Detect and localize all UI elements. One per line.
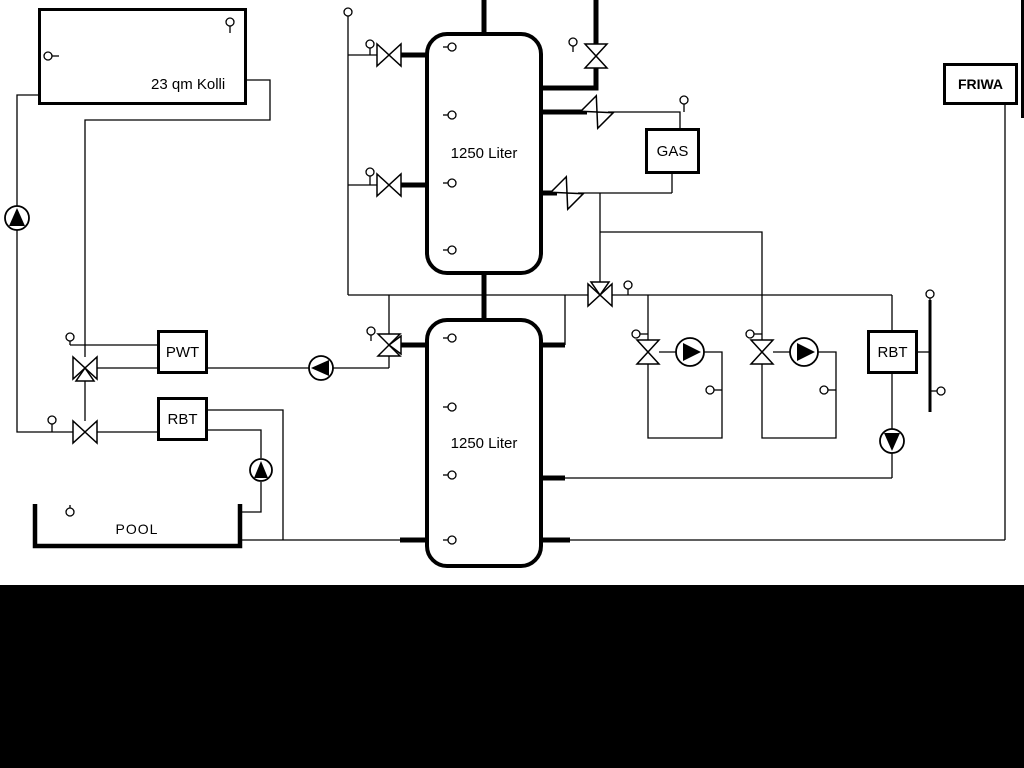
tank1-bottom-left-valve-icon — [376, 172, 402, 198]
gas-boiler-label: GAS — [656, 142, 689, 160]
temperature-sensor-icon — [365, 167, 375, 185]
temperature-sensor-icon — [568, 37, 578, 52]
solar-collector: 23 qm Kolli — [38, 8, 247, 105]
gas-supply-check-valve-icon — [579, 94, 615, 130]
friwa-label: FRIWA — [957, 76, 1004, 92]
buffer-tank-bottom: 1250 Liter — [425, 318, 543, 568]
temperature-sensor-icon — [65, 332, 75, 345]
letterbox-right-edge — [1021, 0, 1024, 118]
temperature-sensors — [43, 7, 946, 545]
temperature-sensor-icon — [443, 402, 457, 412]
pool-label: POOL — [115, 521, 159, 537]
temperature-sensor-icon — [365, 39, 375, 55]
solar-pump-icon — [4, 205, 30, 231]
temperature-sensor-icon — [623, 280, 633, 295]
pool-pump-icon — [249, 458, 273, 482]
buffer-tank-bottom-label: 1250 Liter — [450, 434, 518, 452]
rbt-left: RBT — [157, 397, 208, 441]
temperature-sensor-icon — [43, 51, 59, 61]
tank2-three-way-valve-icon — [376, 333, 402, 357]
temperature-sensor-icon — [631, 329, 648, 339]
temperature-sensor-icon — [930, 386, 946, 396]
pwt-label: PWT — [165, 343, 200, 361]
temperature-sensor-icon — [343, 7, 353, 17]
temperature-sensor-icon — [705, 385, 722, 395]
letterbox-bottom — [0, 585, 1024, 768]
heating-pump-2-icon — [789, 337, 819, 367]
heating-circuit1-valve-icon — [635, 339, 661, 365]
temperature-sensor-icon — [745, 329, 762, 339]
piping-network — [4, 0, 1006, 549]
pwt-heat-exchanger: PWT — [157, 330, 208, 374]
pumps — [4, 205, 905, 482]
pipes-thin — [16, 16, 1006, 541]
rbt-left-label: RBT — [167, 410, 198, 428]
pool-basin — [32, 504, 243, 549]
temperature-sensor-icon — [925, 289, 935, 302]
temperature-sensor-icon — [366, 326, 376, 341]
buffer-tank-top: 1250 Liter — [425, 32, 543, 275]
temperature-sensor-icon — [47, 415, 57, 432]
temperature-sensor-icon — [225, 17, 235, 33]
temperature-sensor-icon — [443, 110, 457, 120]
buffer-tank-top-label: 1250 Liter — [450, 145, 518, 162]
temperature-sensor-icon — [443, 333, 457, 343]
temperature-sensor-icon — [443, 535, 457, 545]
friwa-station: FRIWA — [943, 63, 1018, 105]
temperature-sensor-icon — [679, 95, 689, 112]
pwt-pump-icon — [308, 355, 334, 381]
valves — [72, 42, 775, 445]
heating-three-way-valve-icon — [587, 281, 613, 308]
rbt-right: RBT — [867, 330, 918, 374]
temperature-sensor-icon — [443, 245, 457, 255]
rbt-right-label: RBT — [877, 343, 908, 361]
gas-boiler: GAS — [645, 128, 700, 174]
gas-return-check-valve-icon — [549, 175, 585, 211]
rbt-right-pump-icon — [879, 428, 905, 454]
temperature-sensor-icon — [443, 178, 457, 188]
pool-shutoff-valve-icon — [72, 419, 98, 445]
tank1-top-left-valve-icon — [376, 42, 402, 68]
temperature-sensor-icon — [65, 505, 75, 517]
tank1-top-right-valve-icon — [583, 43, 609, 69]
solar-collector-label: 23 qm Kolli — [151, 76, 226, 93]
solar-three-way-valve-icon — [72, 355, 98, 382]
temperature-sensor-icon — [443, 470, 457, 480]
diagram-sheet — [0, 0, 1024, 585]
heating-circuit2-valve-icon — [749, 339, 775, 365]
temperature-sensor-icon — [819, 385, 836, 395]
heating-pump-1-icon — [675, 337, 705, 367]
